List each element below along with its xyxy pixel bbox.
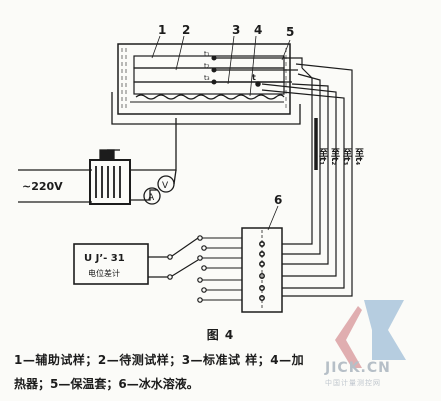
switch-blade-2 — [171, 259, 199, 277]
thermocouple-leads — [214, 57, 353, 297]
standard-sample — [133, 81, 285, 95]
cable-1 — [282, 67, 313, 245]
ref-junction-4 — [259, 273, 265, 279]
cable-6 — [282, 63, 353, 297]
terminal-2 — [201, 245, 207, 251]
switch-pivot-1 — [167, 254, 173, 260]
voltmeter-label: V — [162, 181, 169, 191]
meter-circuit — [130, 189, 158, 201]
cable-2 — [282, 73, 321, 255]
cable-4 — [261, 83, 337, 277]
potentiometer — [73, 243, 149, 285]
selector-switch — [148, 235, 207, 303]
watermark-logo — [335, 300, 406, 368]
insulation-jacket — [117, 43, 291, 115]
power-circuit — [18, 118, 177, 205]
terminal-7 — [197, 297, 203, 303]
ref-junction-1 — [259, 241, 265, 247]
figure-caption: 图 4 — [206, 328, 235, 342]
lead-label-t3: 至t₃ — [341, 148, 352, 165]
ice-water-vessel — [241, 227, 283, 313]
switch-to-meter — [148, 256, 168, 278]
lead-label-t1: 至t₁ — [317, 148, 328, 165]
transformer-windings — [95, 166, 121, 198]
ref-junction-6 — [259, 295, 265, 301]
base-frame — [111, 92, 301, 125]
leader-1 — [151, 35, 161, 59]
transformer — [89, 159, 131, 205]
terminal-6 — [201, 287, 207, 293]
part-label-5: 5 — [286, 25, 294, 39]
box-leads — [202, 237, 242, 301]
ref-junction-2 — [259, 251, 265, 257]
labels: 1 2 3 4 5 6 t₁ t₂ t₃ t ~220V V A 至t₁ 至t₂… — [22, 23, 364, 278]
part-label-1: 1 — [158, 23, 166, 37]
watermark-subtext: 中国计量测控网 — [325, 379, 381, 387]
temp-label-t1: t₁ — [204, 50, 210, 58]
voltage-label: ~220V — [22, 180, 63, 193]
transformer-output — [130, 118, 177, 171]
ref-junction-5 — [259, 285, 265, 291]
switch-pivot-2 — [167, 274, 173, 280]
heater-coil — [135, 94, 285, 100]
terminal-1 — [197, 235, 203, 241]
switch-blade-1 — [171, 237, 199, 257]
meter-link — [173, 169, 177, 185]
ref-junction-3 — [259, 261, 265, 267]
legend-line-1: 1—辅助试样；2—待测试样；3—标准试 样；4—加 — [14, 353, 305, 367]
instrument-name: 电位差计 — [88, 268, 120, 278]
ammeter-label: A — [148, 193, 155, 203]
part-label-2: 2 — [182, 23, 190, 37]
legend-line-2: 热器；5—保温套；6—冰水溶液。 — [14, 377, 199, 391]
temp-label-t2: t₂ — [204, 62, 210, 70]
lead-t1 — [214, 57, 303, 68]
instrument-model: U J’- 31 — [84, 253, 125, 264]
part-label-3: 3 — [232, 23, 240, 37]
part-label-6: 6 — [274, 193, 282, 207]
potentiometer-box — [73, 243, 149, 285]
temp-label-t3: t₃ — [204, 74, 210, 82]
lead-label-t4: 至t₄ — [353, 148, 364, 165]
watermark-blue-shape — [364, 300, 406, 360]
watermark-text: JICK.CN — [325, 360, 391, 376]
leader-4 — [249, 35, 257, 97]
leader-2 — [175, 35, 185, 71]
leader-6 — [267, 205, 279, 231]
lead-label-t2: 至t₂ — [329, 148, 340, 165]
terminal-5 — [197, 277, 203, 283]
watermark-red-shape — [335, 306, 362, 368]
transformer-knob — [99, 149, 115, 160]
leader-5 — [281, 39, 291, 61]
terminal-4 — [201, 265, 207, 271]
ice-water-box — [202, 205, 283, 313]
cable-5 — [261, 89, 345, 289]
ammeter-dial — [143, 187, 161, 205]
leader-3 — [227, 35, 235, 85]
part-label-4: 4 — [254, 23, 262, 37]
temp-label-tb: t — [252, 73, 256, 82]
terminal-3 — [197, 255, 203, 261]
cable-3 — [282, 83, 329, 265]
